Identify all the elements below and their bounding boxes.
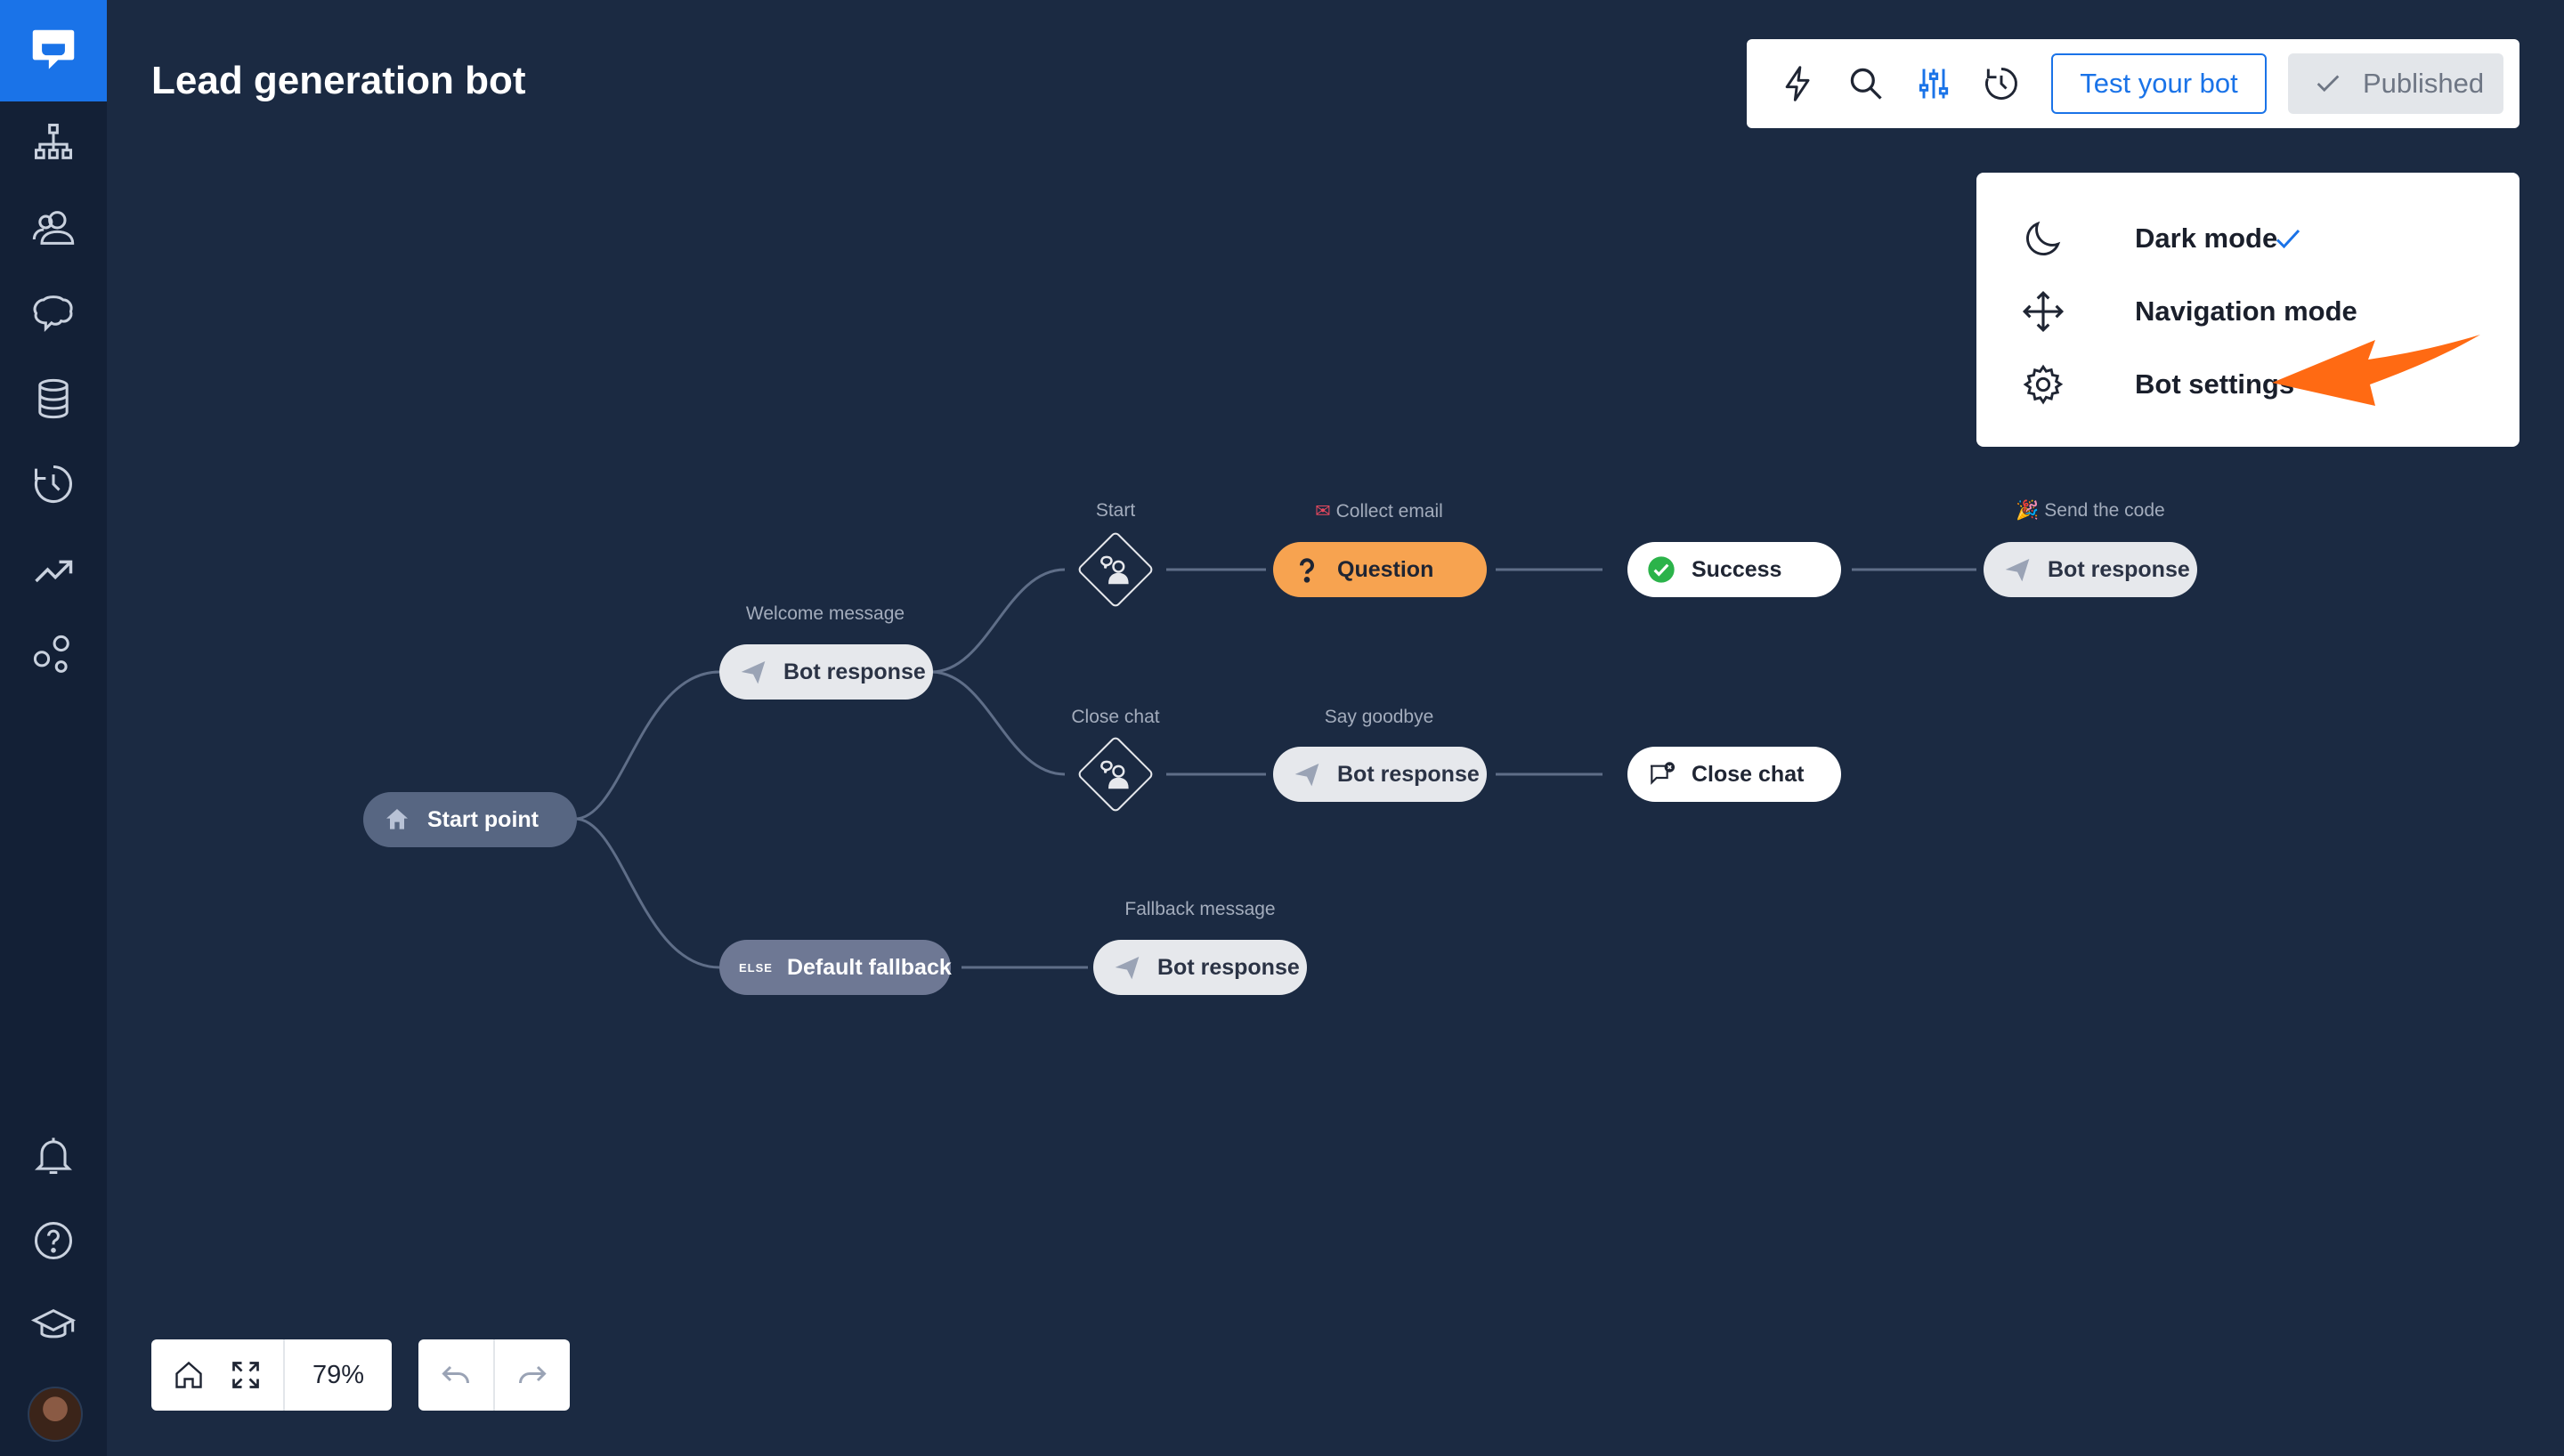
gear-icon [2023, 364, 2064, 405]
node-label: Bot response [1157, 954, 1300, 980]
history-icon[interactable] [27, 457, 80, 511]
menu-item-dark-mode[interactable]: Dark mode [2021, 212, 2300, 265]
node-label: Close chat [1692, 761, 1805, 787]
menu-item-label: Navigation mode [2135, 295, 2357, 327]
close-chat-icon [1651, 762, 1676, 785]
bell-icon[interactable] [27, 1128, 80, 1182]
send-code-bot-response-node[interactable]: Bot response [1984, 542, 2197, 597]
database-icon[interactable] [27, 372, 80, 425]
home-icon [386, 809, 408, 829]
menu-item-navigation-mode[interactable]: Navigation mode [2021, 285, 2357, 338]
flow-icon[interactable] [27, 116, 80, 169]
zoom-level[interactable]: 79% [312, 1360, 365, 1389]
academy-icon[interactable] [27, 1299, 80, 1353]
users-icon[interactable] [27, 201, 80, 255]
menu-item-label: Bot settings [2135, 368, 2295, 400]
page-title: Lead generation bot [151, 59, 526, 102]
undo-redo-controls [418, 1339, 570, 1411]
integrations-icon[interactable] [27, 628, 80, 682]
analytics-icon[interactable] [27, 543, 80, 596]
node-label: Bot response [783, 659, 926, 684]
divider [283, 1339, 285, 1411]
collect-email-question-node[interactable]: Question [1273, 542, 1487, 597]
else-badge: ELSE [739, 960, 773, 975]
node-caption: Close chat [1071, 707, 1160, 727]
node-caption: Start [1095, 500, 1136, 521]
brain-icon[interactable] [27, 287, 80, 340]
welcome-bot-response-node[interactable]: Bot response [719, 644, 933, 700]
lightning-icon[interactable] [1777, 62, 1820, 105]
success-check-icon [1648, 556, 1675, 583]
pointer-arrow-icon [2272, 335, 2480, 406]
node-caption: Say goodbye [1324, 707, 1434, 727]
node-label: Bot response [2048, 556, 2190, 582]
help-icon[interactable] [27, 1214, 80, 1267]
avatar[interactable] [28, 1387, 83, 1442]
moon-icon [2026, 221, 2061, 255]
check-icon [2317, 75, 2340, 93]
search-icon[interactable] [1845, 62, 1887, 105]
fit-screen-icon[interactable] [226, 1355, 265, 1395]
node-label: Start point [427, 806, 539, 832]
node-label: Default fallback [786, 954, 952, 980]
send-icon [741, 661, 766, 684]
node-label: Success [1692, 556, 1782, 582]
checkmark-icon [2276, 229, 2300, 249]
start-point-node[interactable]: Start point [363, 792, 577, 847]
caption-text: Send the code [2044, 500, 2165, 521]
test-your-bot-button[interactable]: Test your bot [2051, 53, 2267, 114]
success-node[interactable]: Success [1627, 542, 1841, 597]
node-caption: Fallback message [1124, 899, 1276, 919]
home-icon[interactable] [169, 1355, 208, 1395]
node-label: Question [1337, 556, 1434, 582]
node-caption: ✉ Collect email [1315, 501, 1443, 522]
menu-item-bot-settings[interactable]: Bot settings [2021, 358, 2294, 411]
question-icon [1299, 558, 1314, 583]
toolbar: Test your bot Published [1747, 39, 2519, 128]
published-button[interactable]: Published [2288, 53, 2503, 114]
user-filter-icon [1095, 549, 1136, 590]
menu-item-label: Dark mode [2135, 222, 2278, 254]
send-icon [2005, 559, 2030, 582]
node-label: Bot response [1337, 761, 1480, 787]
close-chat-node[interactable]: Close chat [1627, 747, 1841, 802]
divider [493, 1339, 495, 1411]
undo-icon[interactable] [436, 1355, 475, 1395]
published-label: Published [2363, 68, 2485, 99]
say-goodbye-bot-response-node[interactable]: Bot response [1273, 747, 1487, 802]
send-icon [1294, 764, 1319, 787]
chatbot-logo-icon[interactable] [0, 0, 107, 101]
settings-menu: Dark mode Navigation mode Bot settings [1976, 173, 2519, 447]
zoom-controls: 79% [151, 1339, 392, 1411]
sidebar [0, 0, 107, 1456]
user-filter-icon [1095, 754, 1136, 795]
move-icon [2022, 290, 2065, 333]
sliders-icon[interactable] [1912, 62, 1955, 105]
caption-text: Collect email [1335, 501, 1443, 522]
default-fallback-node[interactable]: ELSE Default fallback [719, 940, 952, 995]
node-caption: Welcome message [745, 603, 905, 624]
send-icon [1115, 957, 1140, 980]
history-icon[interactable] [1980, 62, 2023, 105]
redo-icon[interactable] [513, 1355, 552, 1395]
node-caption: 🎉 Send the code [2016, 500, 2165, 521]
fallback-bot-response-node[interactable]: Bot response [1093, 940, 1307, 995]
